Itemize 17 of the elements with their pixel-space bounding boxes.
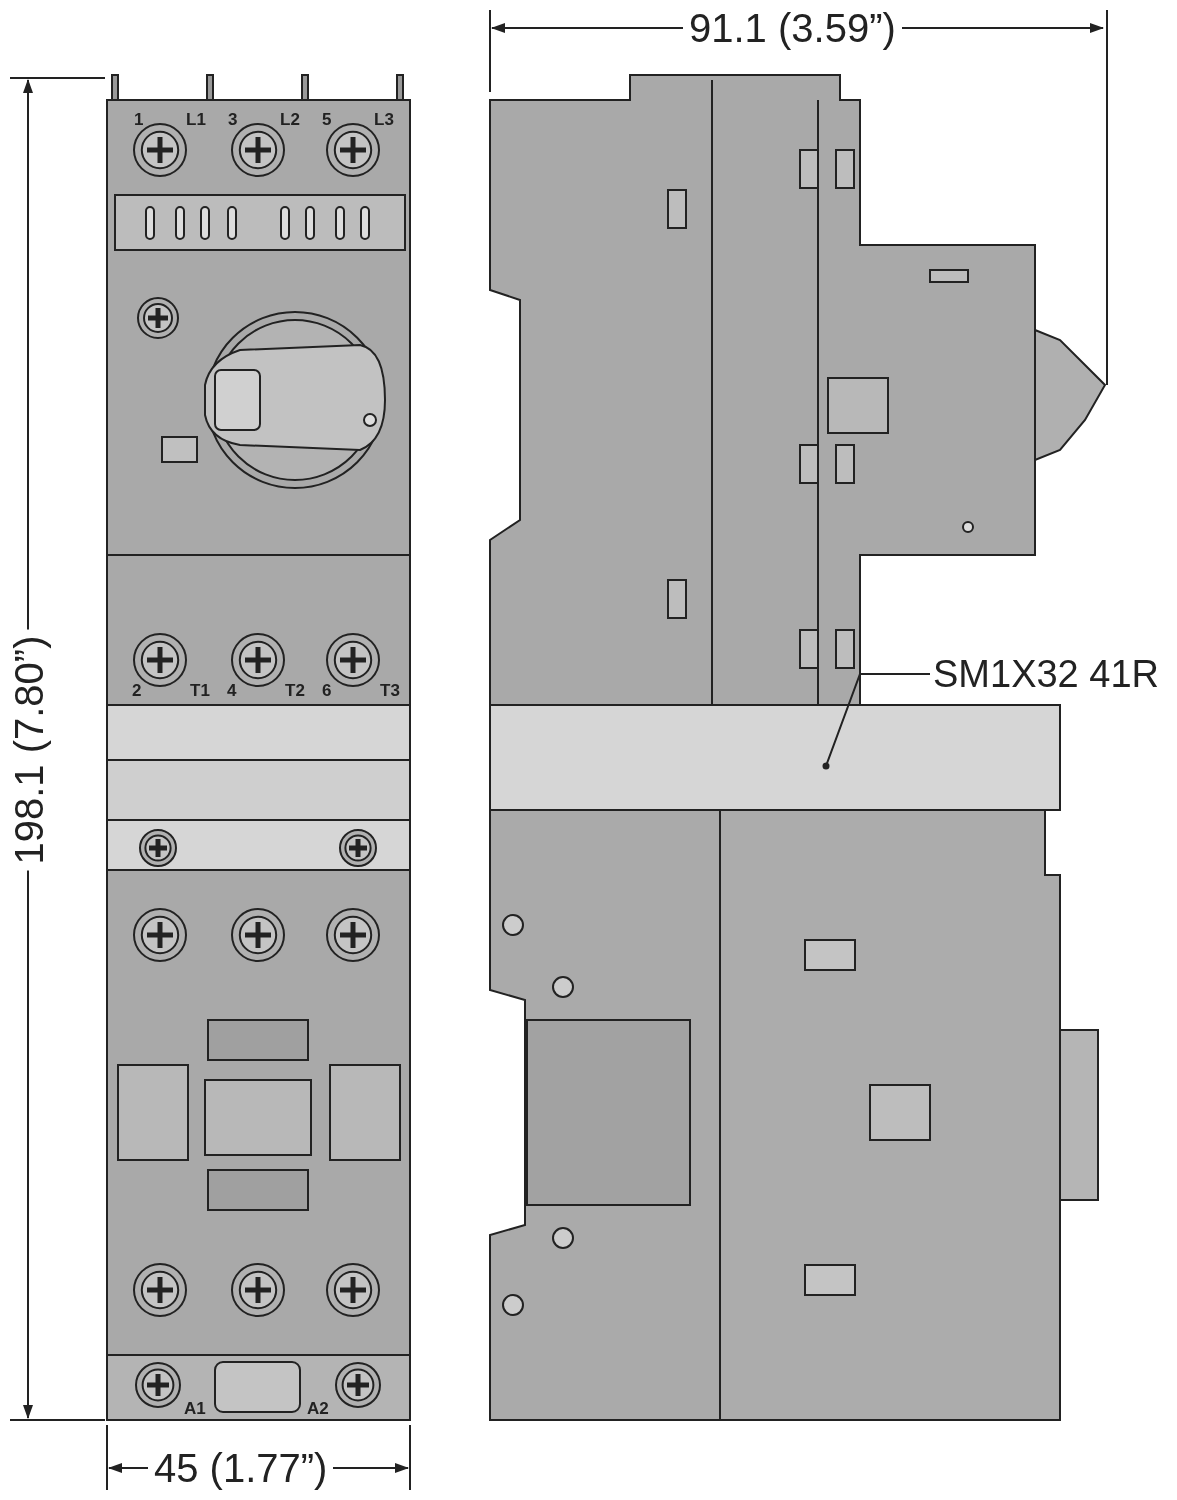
terminal-label: 6 bbox=[322, 682, 332, 699]
adapter-part bbox=[489, 704, 1061, 811]
terminal-label: 5 bbox=[322, 111, 332, 128]
terminal-label: 3 bbox=[228, 111, 238, 128]
terminal-label: T2 bbox=[285, 682, 305, 699]
terminal-label: T3 bbox=[380, 682, 400, 699]
terminal-label: L1 bbox=[186, 111, 206, 128]
part-number-label: SM1X32 41R bbox=[933, 655, 1159, 693]
terminal-label: A1 bbox=[184, 1400, 206, 1417]
terminal-label: L3 bbox=[374, 111, 394, 128]
terminal-label: 2 bbox=[132, 682, 142, 699]
terminal-label: L2 bbox=[280, 111, 300, 128]
leader-line bbox=[822, 673, 931, 770]
terminal-label: T1 bbox=[190, 682, 210, 699]
terminal-label: 4 bbox=[227, 682, 237, 699]
terminal-label: A2 bbox=[307, 1400, 329, 1417]
terminal-label: 1 bbox=[134, 111, 144, 128]
